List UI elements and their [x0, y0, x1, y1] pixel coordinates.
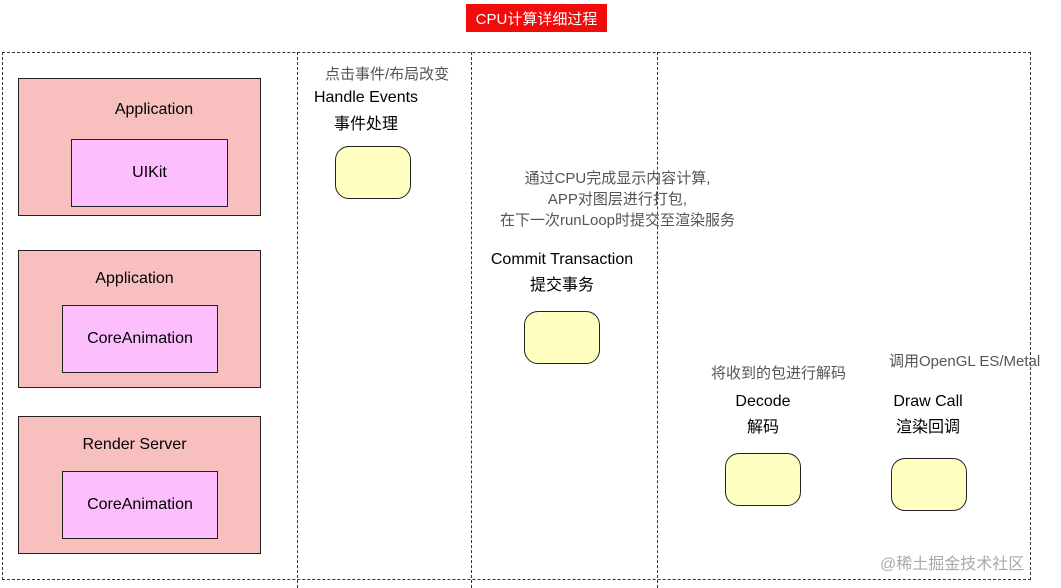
- note-line: 通过CPU完成显示内容计算,: [524, 170, 711, 187]
- step-node-decode: [725, 453, 801, 506]
- note-line: APP对图层进行打包,: [547, 191, 688, 208]
- step-subtitle-draw-call: 渲染回调: [895, 419, 960, 436]
- step-note-decode: 将收到的包进行解码: [711, 365, 847, 382]
- divider-3: [657, 52, 658, 588]
- step-title-draw-call: Draw Call: [893, 393, 963, 410]
- divider-2: [471, 52, 472, 588]
- layer-label: Application: [95, 270, 174, 287]
- inner-box-coreanimation: CoreAnimation: [62, 471, 218, 539]
- step-node-commit-transaction: [524, 311, 600, 364]
- step-node-handle-events: [335, 146, 411, 199]
- inner-box-uikit: UIKit: [71, 139, 228, 207]
- divider-1: [297, 52, 298, 588]
- step-title-commit-transaction: Commit Transaction: [490, 251, 634, 268]
- watermark: @稀土掘金技术社区: [880, 556, 1025, 573]
- diagram-title: CPU计算详细过程: [466, 4, 607, 32]
- step-node-draw-call: [891, 458, 967, 511]
- layer-box-application-coreanimation: Application CoreAnimation: [18, 250, 261, 388]
- step-note-commit-transaction: 通过CPU完成显示内容计算, APP对图层进行打包, 在下一次runLoop时提…: [470, 168, 765, 231]
- step-subtitle-decode: 解码: [746, 419, 779, 436]
- step-subtitle-handle-events: 事件处理: [333, 116, 398, 133]
- note-line: 在下一次runLoop时提交至渲染服务: [499, 212, 736, 229]
- inner-box-coreanimation: CoreAnimation: [62, 305, 218, 373]
- step-note-draw-call: 调用OpenGL ES/Metal: [889, 353, 1041, 370]
- step-note-handle-events: 点击事件/布局改变: [325, 66, 450, 83]
- step-title-handle-events: Handle Events: [313, 89, 419, 106]
- layer-label: Render Server: [82, 436, 187, 453]
- step-title-decode: Decode: [735, 393, 791, 410]
- layer-box-render-server: Render Server CoreAnimation: [18, 416, 261, 554]
- layer-box-application-uikit: Application UIKit: [18, 78, 261, 216]
- dashed-frame: [2, 52, 1031, 580]
- layer-label: Application: [114, 101, 194, 118]
- step-subtitle-commit-transaction: 提交事务: [529, 277, 594, 294]
